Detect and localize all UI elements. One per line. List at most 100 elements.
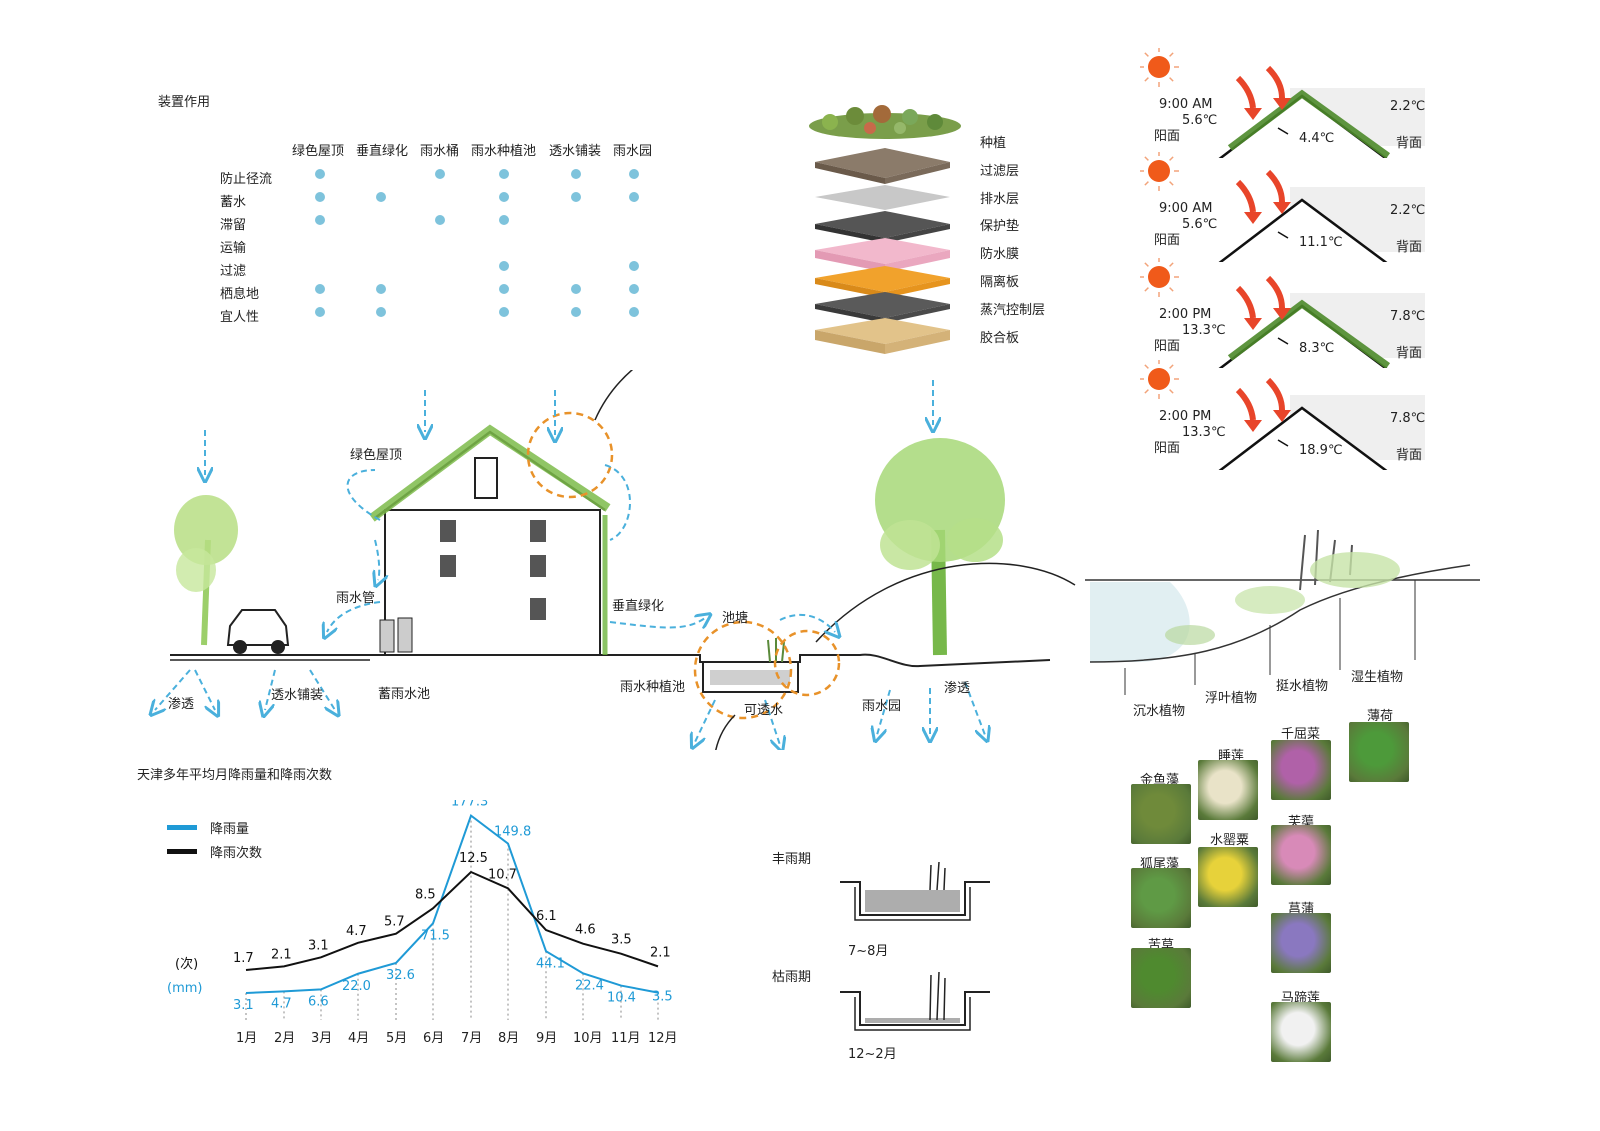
roof-time: 2:00 PM [1159, 409, 1212, 424]
matrix-row-amenity: 宜人性 [220, 310, 260, 325]
label-vertical-green: 垂直绿化 [612, 599, 665, 614]
roof-sun-side: 阳面 [1154, 339, 1181, 354]
wetland-section [1085, 529, 1480, 695]
data-label: 10.4 [607, 991, 636, 1006]
data-label: 4.6 [575, 923, 596, 938]
roof-inside-temp: 11.1℃ [1299, 235, 1343, 250]
matrix-title: 装置作用 [158, 95, 211, 110]
matrix-row-storage: 蓄水 [220, 195, 247, 210]
label-rain-planter: 雨水种植池 [620, 680, 686, 695]
data-label: 12.5 [459, 851, 488, 866]
roof-temp-svg [1140, 48, 1425, 158]
plant-photo [1198, 847, 1258, 907]
stormwater-section-drawing [140, 370, 1480, 750]
legend-label-count: 降雨次数 [210, 845, 262, 861]
x-tick-label: 10月 [573, 1031, 603, 1046]
drainage-layer [815, 185, 950, 210]
insulation-layer [815, 266, 950, 292]
layer-label-filter: 过滤层 [980, 164, 1020, 179]
data-label: 4.7 [271, 996, 292, 1011]
plant-photo [1271, 913, 1331, 973]
x-tick-label: 9月 [536, 1031, 557, 1046]
legend-label-rainfall: 降雨量 [210, 822, 249, 837]
planter-connector-curve [715, 714, 736, 750]
matrix-dot [571, 192, 581, 202]
plant-label: 千屈菜 [1281, 727, 1321, 742]
series-line [245, 870, 659, 971]
matrix-dot [629, 169, 639, 179]
plant-photo [1271, 1002, 1331, 1062]
wet-season-planter [840, 861, 990, 921]
y-unit-mm: (mm) [167, 981, 202, 996]
roof-back-temp: 7.8℃ [1390, 411, 1426, 426]
matrix-dot [315, 307, 325, 317]
matrix-col-rain-garden: 雨水园 [613, 144, 653, 159]
data-label: 2.1 [271, 947, 292, 962]
roof-inside-temp: 18.9℃ [1299, 443, 1343, 458]
matrix-dot [315, 284, 325, 294]
roof-sun-temp: 5.6℃ [1182, 217, 1218, 232]
matrix-dot [376, 284, 386, 294]
heat-arrows [1235, 65, 1291, 120]
inside-arrow [1277, 127, 1289, 135]
label-wet-plants: 湿生植物 [1351, 670, 1404, 685]
matrix-dot [571, 307, 581, 317]
plant-photo [1271, 740, 1331, 800]
data-label: 32.6 [386, 968, 415, 983]
matrix-dot [629, 261, 639, 271]
layer-label-insulation: 隔离板 [980, 275, 1020, 290]
matrix-row-habitat: 栖息地 [220, 287, 260, 302]
sun-icon [1140, 48, 1179, 87]
matrix-dot [629, 307, 639, 317]
data-label: 6.6 [308, 994, 329, 1009]
right-tree [875, 438, 1005, 656]
x-tick-label: 4月 [348, 1031, 369, 1046]
protection-layer [815, 211, 950, 238]
plant-photo [1271, 825, 1331, 885]
roof-sun-side: 阳面 [1154, 233, 1181, 248]
roof-back-side: 背面 [1396, 240, 1423, 255]
heat-arrows [1235, 377, 1291, 432]
planting-layer [809, 105, 961, 139]
heat-arrows [1235, 275, 1291, 330]
roof-back-temp: 7.8℃ [1390, 309, 1426, 324]
wetland-connector-curve [815, 562, 1076, 643]
label-emergent-plants: 挺水植物 [1276, 679, 1329, 694]
plant-label: 水罂粟 [1210, 833, 1250, 848]
matrix-row-conveyance: 运输 [220, 241, 247, 256]
matrix-dot [499, 307, 509, 317]
data-label: 4.7 [346, 924, 367, 939]
layer-label-vapor: 蒸汽控制层 [980, 303, 1046, 318]
green-roof-cover [1227, 89, 1391, 158]
car [226, 609, 290, 654]
data-label: 71.5 [421, 928, 450, 943]
data-label: 22.0 [342, 979, 371, 994]
matrix-dot [376, 192, 386, 202]
roof-back-temp: 2.2℃ [1390, 203, 1426, 218]
x-tick-label: 11月 [611, 1031, 641, 1046]
roof-time: 9:00 AM [1159, 97, 1213, 112]
roof-sun-side: 阳面 [1154, 129, 1181, 144]
y-unit-count: (次) [175, 956, 198, 972]
plant-photo [1198, 760, 1258, 820]
matrix-dot [315, 192, 325, 202]
data-label: 44.1 [536, 956, 565, 971]
matrix-dot [435, 169, 445, 179]
series-line [245, 813, 659, 994]
data-label: 149.8 [494, 825, 531, 840]
label-green-roof: 绿色屋顶 [350, 448, 403, 463]
vapor-layer [815, 292, 950, 318]
x-tick-label: 2月 [274, 1031, 295, 1046]
planter-detail-circle [693, 620, 793, 720]
label-infiltrate-left: 渗透 [168, 697, 195, 712]
filter-layer [815, 148, 950, 178]
roof-sun-temp: 13.3℃ [1182, 425, 1226, 440]
layer-label-waterproof: 防水膜 [980, 247, 1020, 262]
x-tick-label: 6月 [423, 1031, 444, 1046]
dry-season-planter [840, 971, 990, 1031]
roof-layers-diagram [809, 105, 961, 354]
